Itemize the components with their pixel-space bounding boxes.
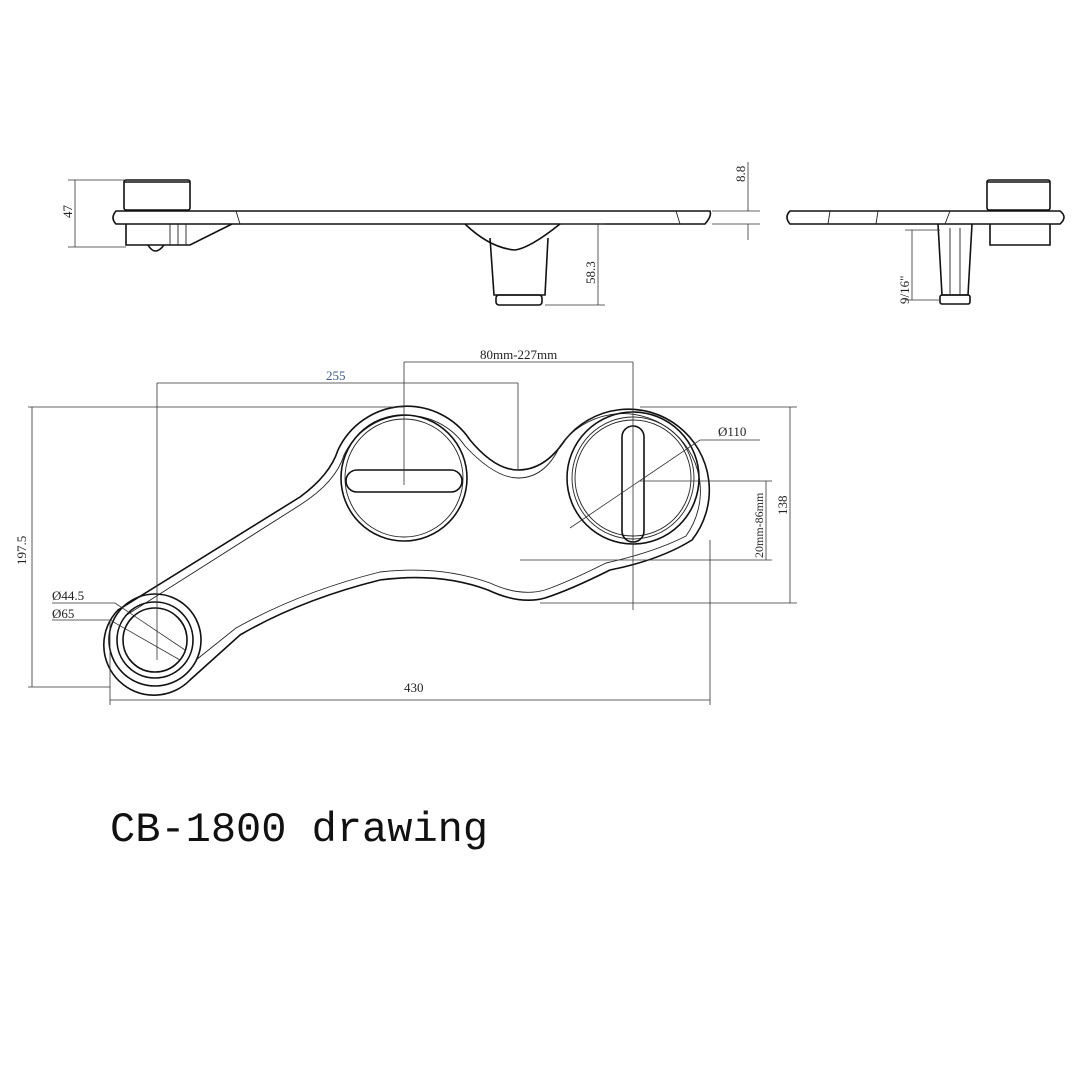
side-nozzle-tip	[495, 294, 543, 306]
side-plate	[112, 210, 712, 225]
end-knob	[986, 179, 1051, 211]
end-view: 9/16"	[786, 179, 1065, 305]
side-view: 47 8.8 58.3	[60, 162, 760, 306]
dim-knob-spacing: 80mm-227mm	[480, 347, 557, 362]
end-hose-fitting	[937, 223, 973, 296]
top-body-outline	[103, 405, 711, 697]
dim-adjust-range: 20mm-86mm	[752, 492, 766, 558]
side-knob	[123, 179, 191, 211]
dim-knob-diameter: Ø110	[718, 424, 746, 439]
dim-mount-255: 255	[326, 368, 346, 383]
dim-height-47: 47	[60, 205, 75, 219]
dim-depth-58-3: 58.3	[583, 261, 598, 284]
inlet-outer	[108, 593, 202, 687]
side-nozzle-neck	[464, 223, 561, 251]
dim-body-138: 138	[775, 496, 790, 516]
dim-hose-thread: 9/16"	[897, 276, 912, 304]
dim-depth-197-5: 197.5	[14, 536, 29, 565]
dim-width-430: 430	[404, 680, 424, 695]
dim-inlet-outer: Ø65	[52, 606, 74, 621]
drawing-title: CB-1800 drawing	[110, 806, 489, 854]
end-plate	[786, 210, 1065, 225]
inlet-inner	[122, 607, 188, 673]
top-view: 197.5 430 255 80mm-227mm Ø110 138 20mm-8…	[14, 347, 797, 705]
dim-inlet-inner: Ø44.5	[52, 588, 84, 603]
side-housing	[125, 223, 233, 246]
dim-thickness-8-8: 8.8	[733, 166, 748, 182]
